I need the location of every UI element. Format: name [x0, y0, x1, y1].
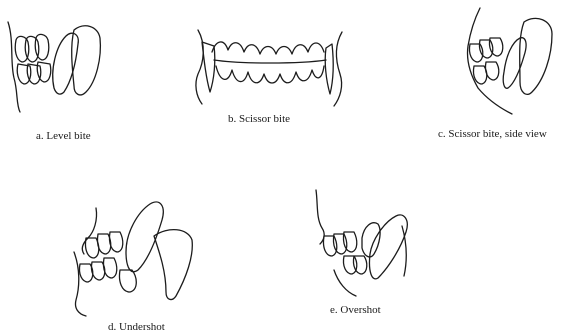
undershot-upper-incisor	[97, 234, 110, 254]
level-bite-incisor	[15, 36, 29, 62]
level-bite-jaw-line	[8, 22, 20, 112]
undershot-lower-incisor	[91, 262, 104, 280]
level-bite-drawing	[8, 22, 100, 112]
undershot-lower-canine	[154, 230, 192, 300]
undershot-premolar	[119, 270, 136, 292]
undershot-upper-incisor	[109, 232, 122, 252]
scissor-bite-right-jaw	[334, 32, 342, 106]
scissor-bite-right-canine	[325, 44, 333, 94]
undershot-upper-incisor	[85, 238, 98, 258]
scissor-bite-upper-arch	[212, 42, 324, 54]
overshot-lower-incisor	[343, 256, 356, 274]
overshot-drawing	[316, 190, 407, 296]
level-bite-incisor	[35, 34, 49, 60]
undershot-lower-jaw	[74, 252, 86, 316]
caption-overshot: e. Overshot	[330, 305, 381, 316]
undershot-upper-jaw	[82, 208, 96, 254]
overshot-upper-incisor	[343, 232, 356, 252]
side-view-lower-incisor	[473, 66, 486, 84]
undershot-lower-incisor	[79, 264, 92, 282]
caption-scissor-bite-side-view: c. Scissor bite, side view	[438, 129, 547, 140]
caption-scissor-bite: b. Scissor bite	[228, 114, 290, 125]
side-view-canine	[503, 38, 526, 89]
overshot-upper-canine	[369, 215, 407, 279]
undershot-upper-canine	[126, 202, 163, 272]
side-view-incisor	[489, 38, 502, 56]
caption-level-bite: a. Level bite	[36, 131, 91, 142]
scissor-side-view-drawing	[467, 8, 552, 114]
level-bite-lower-incisor	[17, 64, 31, 84]
overshot-upper-jaw	[316, 190, 324, 244]
side-view-lower-incisor	[485, 62, 498, 80]
undershot-lower-incisor	[103, 258, 116, 278]
scissor-bite-drawing	[196, 30, 342, 106]
undershot-drawing	[74, 202, 192, 316]
scissor-bite-lower-arch	[216, 66, 324, 83]
caption-undershot: d. Undershot	[108, 322, 165, 333]
scissor-bite-left-jaw	[196, 30, 203, 104]
scissor-bite-bite-line	[214, 60, 326, 63]
